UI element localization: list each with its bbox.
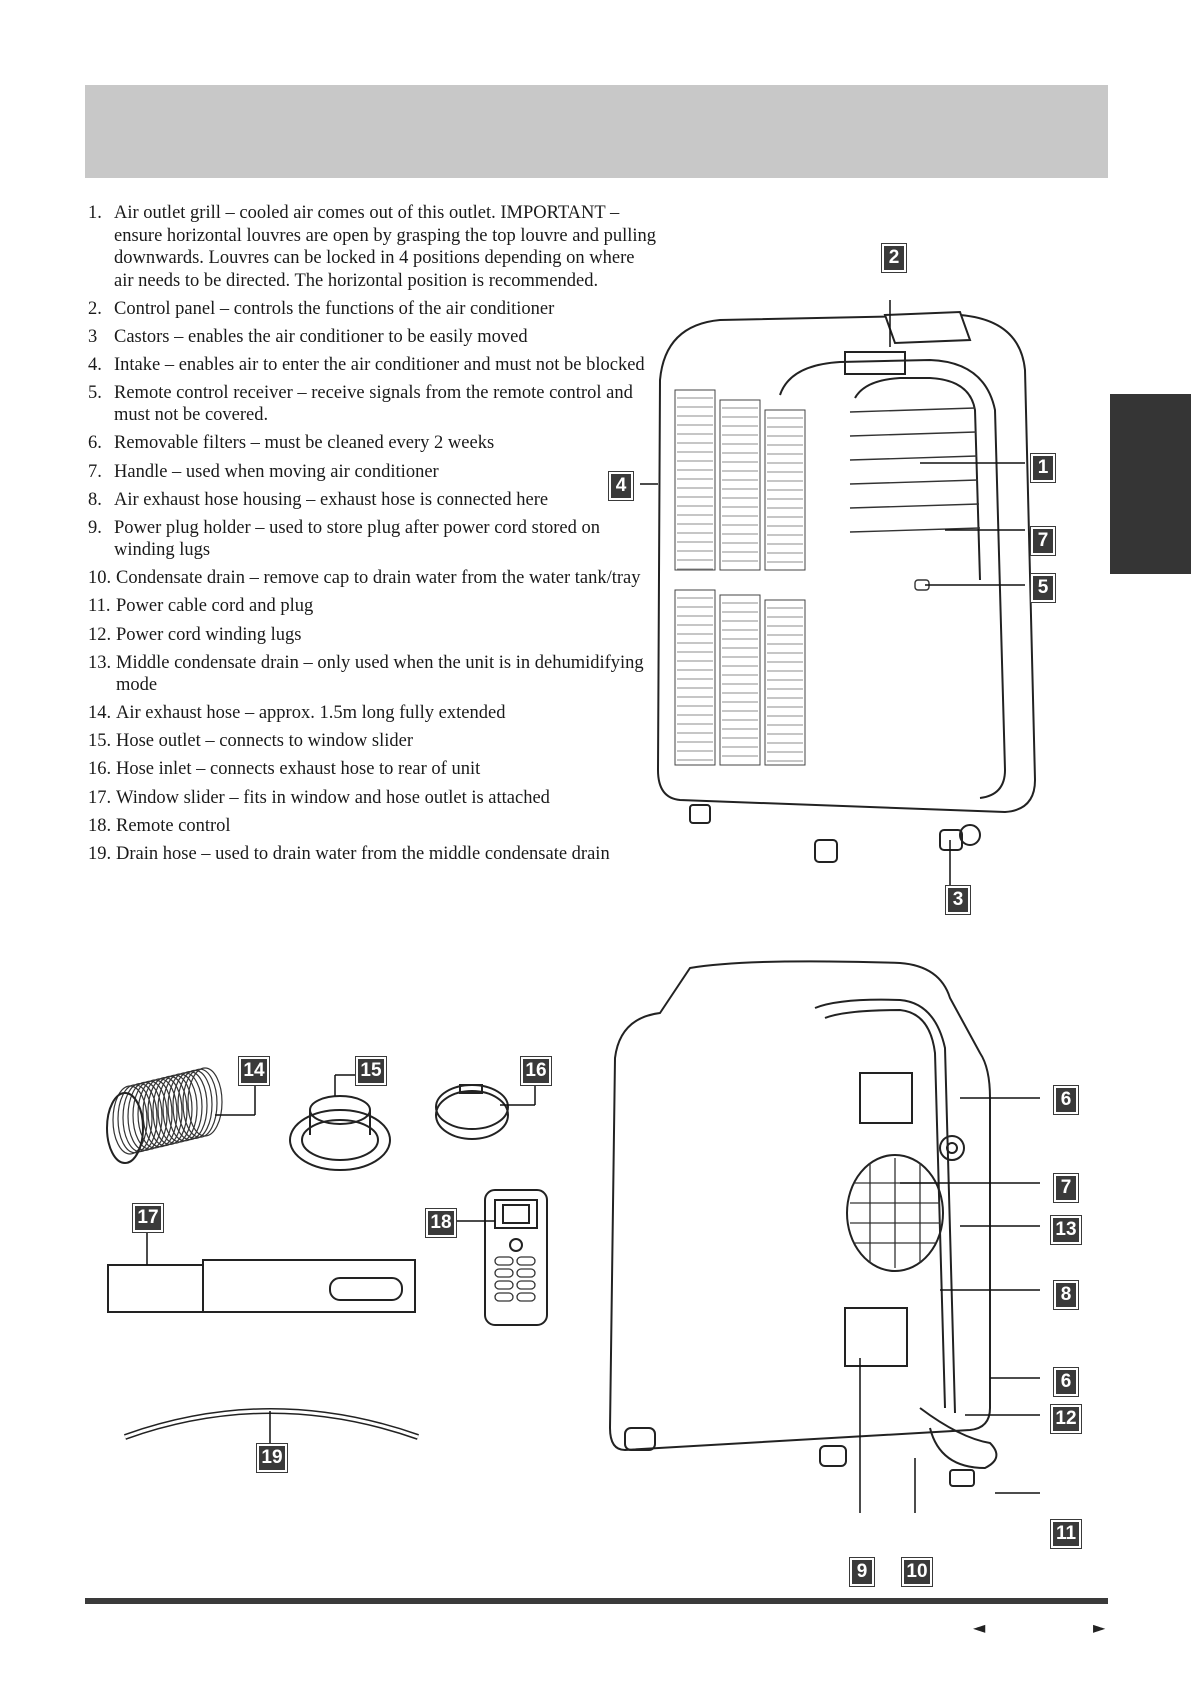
callout-6-lower: 6 (1053, 1367, 1079, 1397)
callout-7-rear: 7 (1053, 1173, 1079, 1203)
callout-18: 18 (425, 1208, 457, 1238)
parts-list: 1.Air outlet grill – cooled air comes ou… (88, 202, 658, 871)
list-item: 12.Power cord winding lugs (88, 624, 302, 645)
list-item: 10.Condensate drain – remove cap to drai… (88, 568, 641, 589)
callout-1: 1 (1030, 453, 1056, 483)
callout-16: 16 (520, 1056, 552, 1086)
callout-11: 11 (1050, 1519, 1082, 1549)
footer-rule (85, 1598, 1108, 1604)
list-item: 19.Drain hose – used to drain water from… (88, 843, 610, 864)
list-item: 4.Intake – enables air to enter the air … (88, 354, 645, 375)
hose-outlet-illustration (289, 1074, 391, 1171)
callout-6-upper: 6 (1053, 1085, 1079, 1115)
section-tab (1110, 394, 1191, 574)
list-item: 8.Air exhaust hose housing – exhaust hos… (88, 489, 549, 510)
list-item: 2.Control panel – controls the functions… (88, 298, 555, 319)
callout-9: 9 (849, 1557, 875, 1587)
prev-page-arrow[interactable]: ◄ (973, 1618, 986, 1637)
callout-7-front: 7 (1030, 526, 1056, 556)
unit-rear-illustration (608, 960, 1040, 1513)
next-page-arrow[interactable]: ► (1093, 1618, 1106, 1637)
callout-8: 8 (1053, 1280, 1079, 1310)
callout-12: 12 (1050, 1404, 1082, 1434)
list-item: 13.Middle condensate drain – only used w… (88, 652, 644, 696)
list-item: 14.Air exhaust hose – approx. 1.5m long … (88, 703, 506, 724)
list-item: 1.Air outlet grill – cooled air comes ou… (88, 203, 657, 291)
intake-grille (674, 389, 806, 766)
callout-19: 19 (256, 1443, 288, 1473)
callout-2: 2 (881, 243, 907, 273)
list-item: 18.Remote control (88, 815, 231, 836)
callout-17: 17 (132, 1203, 164, 1233)
window-slider-illustration (107, 1230, 416, 1313)
header-band (85, 85, 1108, 178)
list-item: 16.Hose inlet – connects exhaust hose to… (88, 759, 481, 780)
list-item: 15.Hose outlet – connects to window slid… (88, 731, 413, 752)
list-item: 7.Handle – used when moving air conditio… (88, 461, 439, 482)
callout-4: 4 (608, 471, 634, 501)
callout-10: 10 (901, 1557, 933, 1587)
list-item: 9.Power plug holder – used to store plug… (88, 517, 601, 561)
list-item: 11.Power cable cord and plug (88, 596, 314, 617)
callout-13: 13 (1050, 1215, 1082, 1245)
callout-15: 15 (355, 1056, 387, 1086)
remote-control-illustration (455, 1189, 548, 1326)
unit-front-illustration (640, 300, 1037, 885)
list-item: 17.Window slider – fits in window and ho… (88, 787, 550, 808)
callout-3: 3 (945, 885, 971, 915)
list-item: 5.Remote control receiver – receive sign… (88, 382, 633, 426)
callout-14: 14 (238, 1056, 270, 1086)
list-item: 6.Removable filters – must be cleaned ev… (88, 433, 495, 454)
exhaust-hose-illustration (106, 1067, 256, 1164)
callout-5: 5 (1030, 573, 1056, 603)
